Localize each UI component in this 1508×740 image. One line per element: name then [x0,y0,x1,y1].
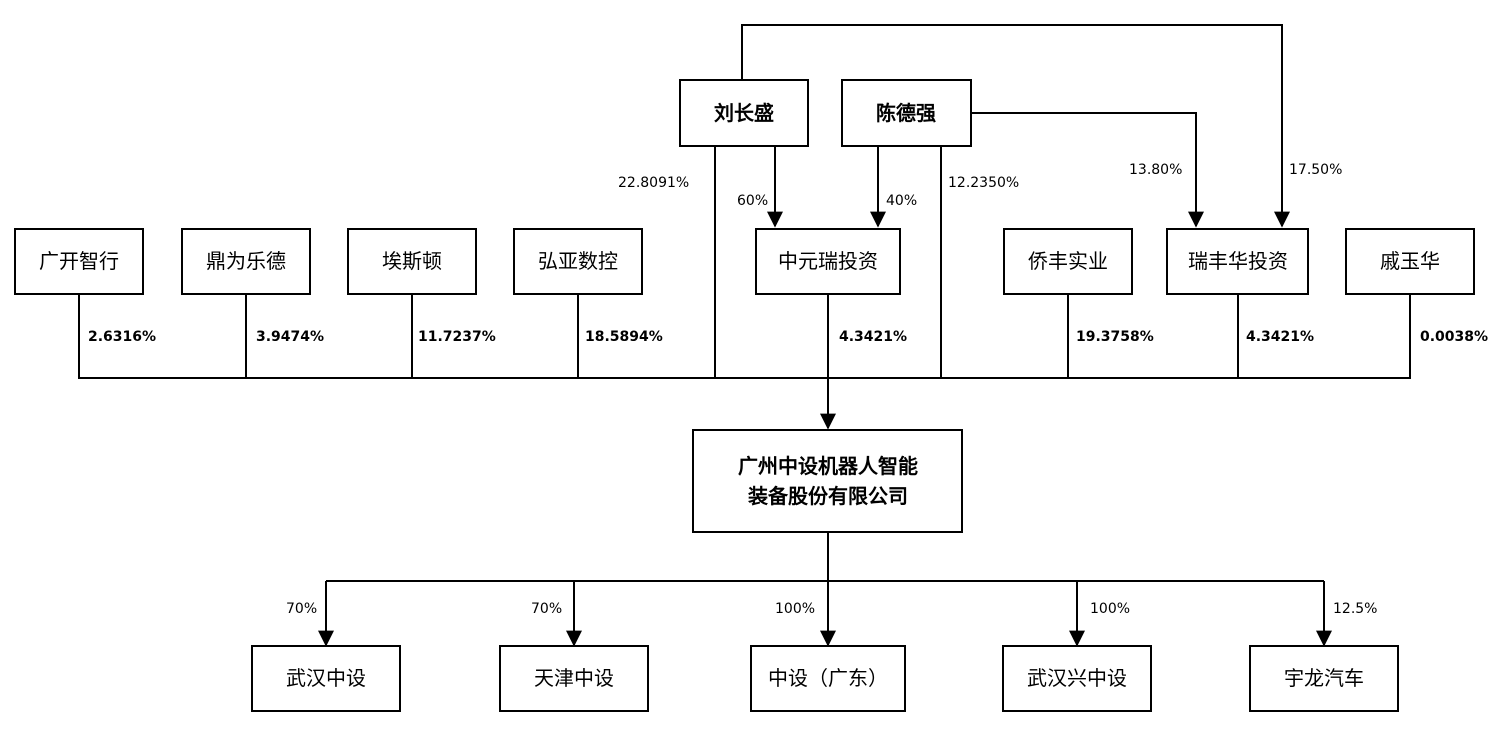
person-box [679,79,809,147]
pct-wuhanxing: 100% [1090,601,1130,617]
person-label: 陈德强 [876,101,936,125]
shareholder-box [14,228,144,295]
subsidiary-node-tianjin: 天津中设 [499,645,649,712]
shareholder-node-guangkai: 广开智行 [14,228,144,295]
shareholder-node-qiyuhua: 戚玉华 [1345,228,1475,295]
subsidiary-box [499,645,649,712]
pct-qiaofeng: 19.3758% [1076,329,1154,345]
pct-chen-zhongyuanrui: 40% [886,193,917,209]
pct-yulong: 12.5% [1333,601,1377,617]
shareholder-label: 鼎为乐德 [206,249,286,273]
subsidiary-node-guangdong: 中设（广东） [750,645,906,712]
pct-chen-ruifenghua: 13.80% [1129,162,1182,178]
shareholder-label: 侨丰实业 [1028,249,1108,273]
shareholder-box [755,228,901,295]
shareholder-box [1345,228,1475,295]
percentage-labels: 22.8091% 60% 40% 12.2350% 13.80% 17.50% … [88,162,1488,617]
subsidiary-box [750,645,906,712]
pct-ruifenghua: 4.3421% [1246,329,1314,345]
shareholder-node-qiaofeng: 侨丰实业 [1003,228,1133,295]
pct-tianjin: 70% [531,601,562,617]
shareholder-box [1003,228,1133,295]
shareholder-node-dingwei: 鼎为乐德 [181,228,311,295]
shareholder-label: 弘亚数控 [538,249,618,273]
pct-hongya: 18.5894% [585,329,663,345]
person-node-liu: 刘长盛 [679,79,809,147]
subsidiary-label: 宇龙汽车 [1284,666,1364,690]
shareholder-box [513,228,643,295]
shareholder-label: 埃斯顿 [382,249,442,273]
shareholder-label: 戚玉华 [1380,249,1440,273]
person-box [841,79,972,147]
person-label: 刘长盛 [714,101,774,125]
pct-zhongyuanrui: 4.3421% [839,329,907,345]
shareholder-node-hongya: 弘亚数控 [513,228,643,295]
shareholder-box [181,228,311,295]
pct-aisidun: 11.7237% [418,329,496,345]
pct-guangkai: 2.6316% [88,329,156,345]
company-name-line1: 广州中设机器人智能 [738,454,918,478]
shareholder-box [1166,228,1309,295]
subsidiary-label: 天津中设 [534,666,614,690]
chen-to-ruifenghua-connector [971,112,1204,228]
shareholder-label: 瑞丰华投资 [1188,249,1288,273]
shareholder-node-ruifenghua: 瑞丰华投资 [1166,228,1309,295]
shareholder-label: 广开智行 [39,249,119,273]
pct-wuhan: 70% [286,601,317,617]
company-node: 广州中设机器人智能 装备股份有限公司 [692,429,963,533]
liu-to-ruifenghua-connector [741,24,1290,228]
subsidiary-node-yulong: 宇龙汽车 [1249,645,1399,712]
pct-liu-direct: 22.8091% [618,175,689,191]
shareholder-node-aisidun: 埃斯顿 [347,228,477,295]
company-name-line2: 装备股份有限公司 [747,484,908,508]
pct-liu-ruifenghua: 17.50% [1289,162,1342,178]
pct-guangdong: 100% [775,601,815,617]
shareholder-node-zhongyuanrui: 中元瑞投资 [755,228,901,295]
subsidiary-label: 武汉中设 [286,666,366,690]
pct-liu-zhongyuanrui: 60% [737,193,768,209]
shareholder-box [347,228,477,295]
subsidiary-node-wuhan: 武汉中设 [251,645,401,712]
subsidiary-box [1249,645,1399,712]
pct-qiyuhua: 0.0038% [1420,329,1488,345]
company-box [692,429,963,533]
pct-dingwei: 3.9474% [256,329,324,345]
subsidiary-label: 中设（广东） [768,666,888,690]
subsidiary-label: 武汉兴中设 [1027,666,1127,690]
subsidiary-box [251,645,401,712]
person-node-chen: 陈德强 [841,79,972,147]
pct-chen-direct: 12.2350% [948,175,1019,191]
subsidiary-node-wuhanxing: 武汉兴中设 [1002,645,1152,712]
subsidiary-box [1002,645,1152,712]
shareholder-label: 中元瑞投资 [778,249,878,273]
connectors [78,24,1411,647]
